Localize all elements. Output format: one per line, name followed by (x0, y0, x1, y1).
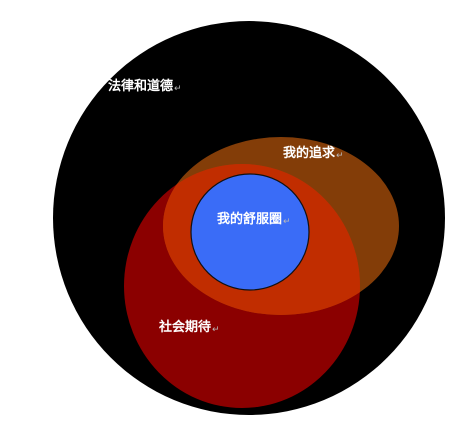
paragraph-mark: ↵ (212, 325, 220, 335)
my-pursuit-label: 我的追求 (283, 145, 336, 161)
social-expectation-label: 社会期待 (158, 319, 211, 335)
paragraph-mark: ↵ (336, 151, 344, 161)
my-comfort-zone-label: 我的舒服圈 (217, 211, 282, 227)
paragraph-mark: ↵ (174, 84, 182, 94)
paragraph-mark: ↵ (283, 217, 291, 227)
my-comfort-zone-circle (190, 173, 310, 291)
law-and-morality-label: 法律和道德 (108, 78, 173, 94)
